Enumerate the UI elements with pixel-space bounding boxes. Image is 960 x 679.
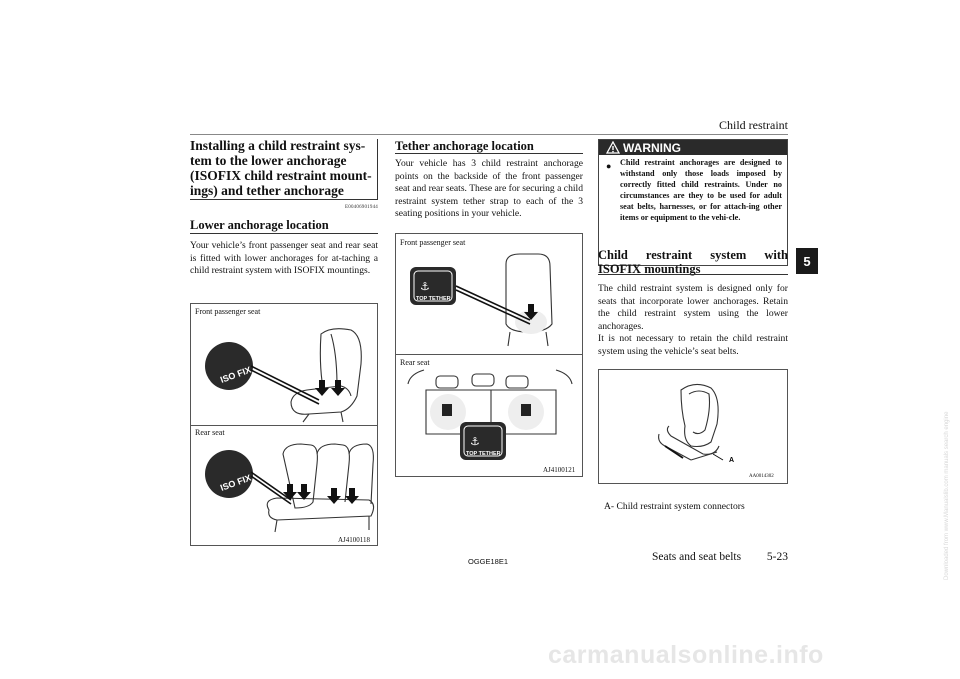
isofix-text: It is not necessary to retain the child … — [598, 333, 788, 357]
tether-anchorage-rule — [395, 153, 583, 154]
running-header-title: Child restraint — [719, 118, 788, 132]
callout-a: A — [729, 457, 734, 464]
section-title-line: (ISOFIX child restraint mount- — [190, 167, 372, 183]
warning-box: WARNING ● Child restraint anchorages are… — [598, 139, 788, 266]
isofix-badge-icon — [205, 342, 253, 390]
heading-word: Child — [598, 248, 628, 262]
page-number: 5-23 — [766, 551, 788, 563]
svg-text:⚓: ⚓ — [420, 280, 430, 293]
figure-caption: A- Child restraint system connectors — [604, 501, 745, 512]
isofix-text-block: The child restraint system is designed o… — [598, 283, 788, 359]
side-watermark: Downloaded from www.Manualslib.com manua… — [944, 411, 950, 580]
chapter-tab[interactable]: 5 — [796, 248, 818, 274]
footer-section: Seats and seat belts — [652, 551, 742, 563]
heading-word: restraint — [645, 248, 693, 262]
tether-anchorage-text: Your vehicle has 3 child restraint ancho… — [395, 158, 583, 220]
top-tether-badge-icon — [410, 267, 456, 305]
heading-word: with — [764, 248, 788, 262]
section-code: E00406901944 — [345, 205, 378, 210]
isofix-text: The child restraint system is designed o… — [598, 283, 788, 332]
figure-label-rear: Rear seat — [195, 428, 225, 437]
watermark: carmanualsonline.info — [548, 641, 824, 669]
warning-triangle-icon — [606, 141, 620, 154]
section-title-line: tem to the lower anchorage — [190, 152, 347, 168]
svg-text:TOP TETHER: TOP TETHER — [466, 451, 501, 457]
lower-anchorage-illustration: ISO FIX ISO FIX — [205, 328, 375, 533]
footer-code: OGGE18E1 — [468, 557, 509, 566]
figure-divider — [191, 425, 377, 426]
section-title: Installing a child restraint sys- tem to… — [190, 138, 378, 198]
figure-code: AA0014302 — [749, 474, 774, 479]
warning-label: WARNING — [623, 140, 681, 155]
isofix-badge-icon — [205, 450, 253, 498]
lower-anchorage-text: Your vehicle’s front passenger seat and … — [190, 240, 378, 277]
isofix-heading-line2: ISOFIX mountings — [598, 261, 701, 276]
child-restraint-illustration: A — [658, 383, 734, 464]
tether-anchorage-figure: Front passenger seat ⚓ TOP TETHER ⚓ TOP — [395, 233, 583, 477]
figure-label-rear: Rear seat — [400, 358, 430, 367]
figure-label-front: Front passenger seat — [400, 238, 466, 247]
section-title-rule — [190, 199, 378, 200]
isofix-heading-line1: Child restraint system with — [598, 248, 788, 263]
child-restraint-figure: A AA0014302 — [598, 369, 788, 484]
tether-anchorage-heading: Tether anchorage location — [395, 139, 534, 153]
figure-divider — [396, 354, 582, 355]
figure-code: AJ4100121 — [543, 466, 576, 474]
lower-anchorage-rule — [190, 233, 378, 234]
lower-anchorage-heading: Lower anchorage location — [190, 218, 329, 232]
tether-anchorage-illustration: ⚓ TOP TETHER ⚓ TOP TETHER — [407, 253, 573, 460]
svg-text:⚓: ⚓ — [470, 435, 480, 448]
header-rule — [190, 134, 788, 135]
section-title-line: ings) and tether anchorage — [190, 182, 344, 198]
svg-text:TOP TETHER: TOP TETHER — [416, 296, 451, 302]
section-title-side-rule — [377, 139, 378, 200]
figure-label-front: Front passenger seat — [195, 307, 261, 316]
warning-text: Child restraint anchorages are designed … — [620, 158, 782, 222]
isofix-heading-rule — [598, 274, 788, 275]
lower-anchorage-figure: Front passenger seat ISO FIX ISO FIX — [190, 303, 378, 546]
section-title-line: Installing a child restraint sys- — [190, 138, 366, 153]
heading-word: system — [710, 248, 747, 262]
figure-code: AJ4100118 — [338, 536, 371, 544]
warning-bullet-icon: ● — [606, 161, 612, 171]
top-tether-badge-icon — [460, 422, 506, 460]
isofix-heading: Child restraint system with ISOFIX mount… — [598, 248, 788, 277]
warning-header: WARNING — [599, 140, 787, 155]
